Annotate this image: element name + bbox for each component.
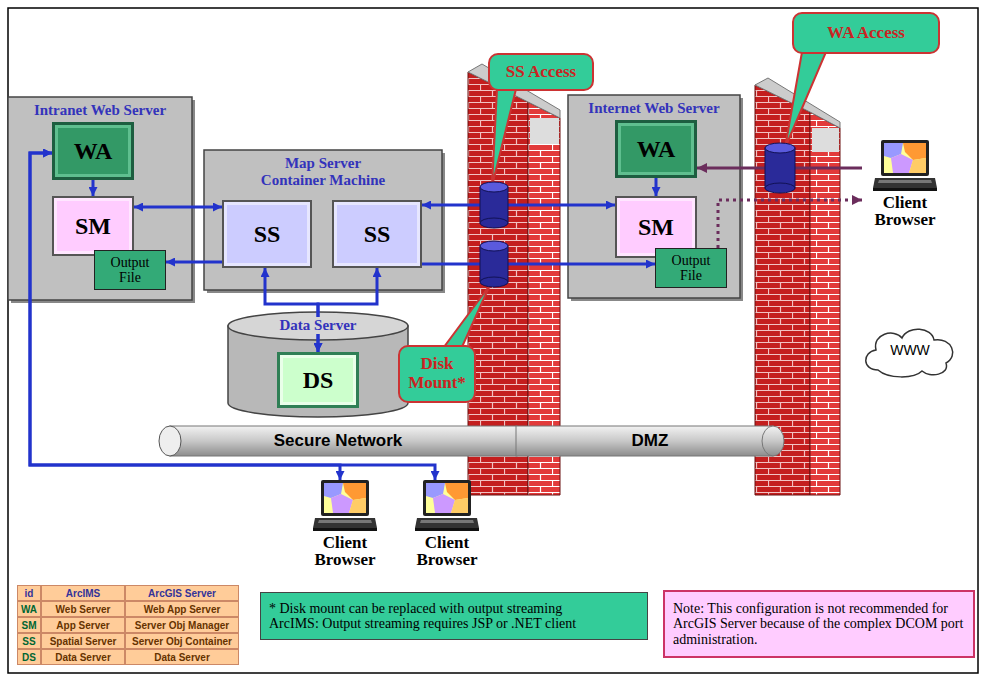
server-box-frame (568, 95, 743, 301)
node-label: DMZ (632, 432, 669, 451)
connector-arrow (718, 200, 862, 248)
node-label: WA (74, 138, 113, 164)
table-cell: ArcGIS Server (125, 585, 239, 601)
node-label: DS (303, 367, 334, 393)
table-cell: ArcIMS (41, 585, 125, 601)
table-cell: Web App Server (125, 601, 239, 617)
table-cell: App Server (41, 617, 125, 633)
database-cylinder-shape (228, 312, 408, 417)
cloud: WWW (858, 322, 962, 380)
table-cell: Spatial Server (41, 633, 125, 649)
component-box: WA (615, 120, 697, 178)
table-cell: Data Server (41, 649, 125, 665)
node-label: SM (75, 213, 111, 239)
client-laptop: Client Browser (402, 480, 492, 585)
node-label: Internet Web Server (588, 100, 719, 117)
server-box: Internet Web ServerWA SM Output File (568, 95, 740, 298)
connector-arrow (134, 206, 222, 209)
note-box: * Disk mount can be replaced with output… (260, 592, 648, 640)
callout: SS Access (488, 53, 594, 91)
server-box: Map Server Container MachineSS SS (204, 150, 442, 290)
table-cell: DS (17, 649, 41, 665)
client-laptop: Client Browser (300, 480, 390, 585)
firewall-port (480, 182, 508, 228)
component-box: SS (222, 200, 312, 268)
node-label: WA (637, 136, 676, 162)
node-label: WA Access (827, 24, 905, 43)
connector-arrow (655, 178, 658, 196)
node-label: SM (638, 214, 674, 240)
node-label: Client Browser (300, 534, 390, 568)
component-box: SS (332, 200, 422, 268)
network-pipe: DMZ (515, 425, 785, 457)
connector-arrow (166, 261, 222, 264)
node-label: * Disk mount can be replaced with output… (269, 601, 562, 616)
connector-arrow (422, 263, 655, 266)
node-label: SS Access (506, 63, 576, 82)
node-label: Client Browser (862, 194, 948, 228)
laptop-icon (415, 480, 479, 532)
node-label: Client Browser (402, 534, 492, 568)
table-cell: Data Server (125, 649, 239, 665)
node-label: SS (364, 221, 391, 247)
node-label: Map Server Container Machine (253, 155, 393, 188)
connector-arrow (422, 204, 615, 207)
network-pipe: Secure Network (158, 425, 518, 457)
component-box: WA (52, 122, 134, 180)
node-label: SS (254, 221, 281, 247)
server-box: Intranet Web ServerWA SM Output File (8, 97, 192, 300)
node-label: WWW (890, 343, 930, 358)
connector-arrow (318, 268, 377, 352)
table-cell: Server Obj Manager (125, 617, 239, 633)
component-box: SM (52, 196, 134, 256)
table-cell: SS (17, 633, 41, 649)
firewall-port (765, 143, 795, 193)
laptop-icon (313, 480, 377, 532)
table-cell: WA (17, 601, 41, 617)
outer-frame (8, 8, 978, 673)
table-cell: id (17, 585, 41, 601)
legend-table: idArcIMSArcGIS ServerWAWeb ServerWeb App… (17, 585, 239, 665)
callout: WA Access (792, 12, 940, 54)
node-label: ArcIMS: Output streaming requires JSP or… (269, 616, 576, 631)
database-cylinder: Data ServerDS (228, 312, 408, 417)
client-laptop: Client Browser (862, 140, 948, 245)
callout: Disk Mount* (398, 345, 476, 403)
output-file: Output File (655, 248, 727, 288)
firewall-port (480, 241, 508, 287)
node-label: Intranet Web Server (34, 102, 166, 119)
firewall (755, 78, 840, 495)
node-label: Secure Network (274, 432, 403, 451)
connector-arrow (265, 268, 318, 352)
note-box: Note: This configuration is not recommen… (663, 590, 975, 658)
table-cell: SM (17, 617, 41, 633)
node-label: Output File (99, 255, 161, 286)
node-label: Disk Mount* (404, 355, 470, 392)
table-cell: Web Server (41, 601, 125, 617)
node-label: Data Server (276, 317, 359, 334)
laptop-icon (873, 140, 937, 192)
component-box: DS (277, 352, 359, 408)
node-label: Output File (660, 253, 722, 284)
connector-arrow (92, 180, 95, 196)
server-box-frame (8, 97, 195, 303)
table-cell: Server Obj Container (125, 633, 239, 649)
output-file: Output File (94, 250, 166, 290)
node-label: Note: This configuration is not recommen… (673, 601, 965, 647)
server-box-frame (204, 150, 445, 293)
